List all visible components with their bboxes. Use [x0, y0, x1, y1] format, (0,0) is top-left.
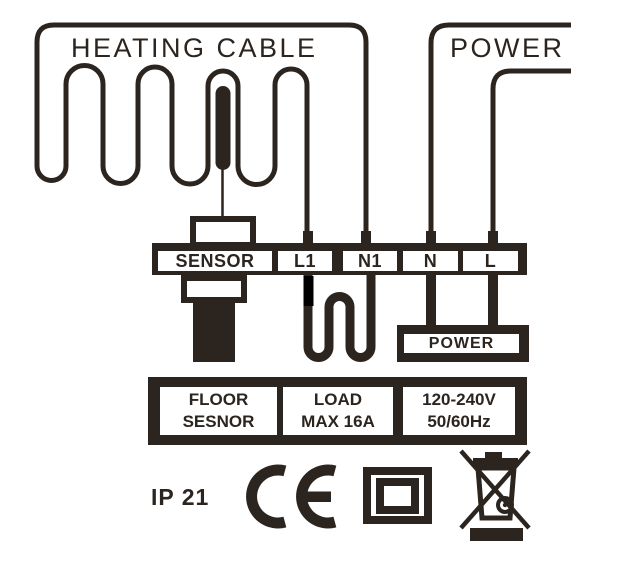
terminal-n: N [403, 251, 458, 271]
load-element-wire [303, 274, 376, 362]
spec-floor-line1: FLOOR [188, 390, 249, 409]
terminal-sensor: SENSOR [158, 251, 272, 271]
heating-cable-label: HEATING CABLE [71, 33, 318, 63]
power-box: POWER [397, 325, 529, 362]
power-box-label: POWER [404, 334, 519, 353]
l1-terminal-stub [303, 231, 313, 245]
probe-head [181, 275, 247, 303]
terminal-strip: SENSOR L1 N1 N L [152, 243, 527, 275]
power-neutral-wire [428, 22, 571, 246]
terminal-l: L [463, 251, 518, 271]
l1-wire-dark-segment [303, 276, 314, 306]
terminal-n1: N1 [343, 251, 397, 271]
spec-load-line1: LOAD [313, 390, 363, 409]
spec-cell-floor-sensor: FLOOR SESNOR [160, 387, 277, 435]
ip-rating-label: IP 21 [151, 484, 210, 510]
spec-load-line2: MAX 16A [301, 412, 375, 431]
floor-sensor-capsule [215, 86, 231, 170]
spec-voltage-line2: 50/60Hz [427, 412, 491, 431]
n-to-power-wire [426, 273, 436, 328]
spec-floor-line2: SESNOR [182, 412, 255, 431]
spec-cell-load: LOAD MAX 16A [283, 387, 393, 435]
power-line-wire [490, 68, 571, 246]
l-to-power-wire [488, 273, 498, 328]
l-terminal-stub [488, 231, 498, 245]
terminal-l1: L1 [278, 251, 332, 271]
probe-body [193, 303, 235, 362]
n-terminal-stub [426, 231, 436, 245]
class-ii-inner-square [376, 478, 419, 514]
ce-mark-icon [246, 464, 337, 529]
n1-terminal-stub [361, 231, 371, 245]
spec-table: FLOOR SESNOR LOAD MAX 16A 120-240V 50/60… [148, 377, 527, 445]
spec-cell-voltage: 120-240V 50/60Hz [403, 387, 515, 435]
spec-voltage-line1: 120-240V [422, 390, 496, 409]
power-supply-label: POWER [450, 33, 565, 63]
weee-crossed-bin-icon [459, 449, 531, 541]
heating-cable-wire [34, 22, 369, 246]
